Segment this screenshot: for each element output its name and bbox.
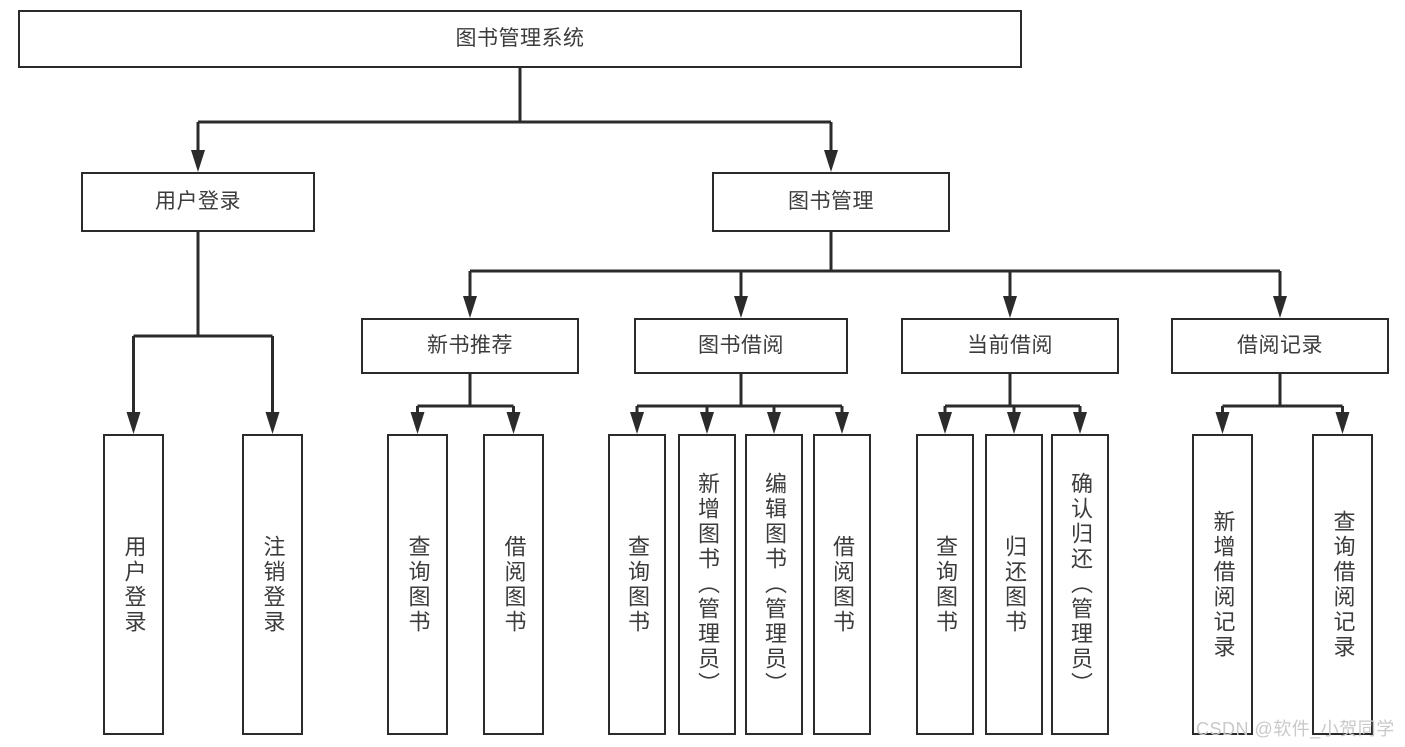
node-label-root: 图书管理系统 xyxy=(455,26,585,50)
node-label-bw-query: 查询图书 xyxy=(625,534,650,635)
node-bw-borrow[interactable]: 借阅图书 xyxy=(813,434,871,735)
node-label-nb-query: 查询图书 xyxy=(405,534,431,635)
node-userlogin[interactable]: 用户登录 xyxy=(103,434,164,735)
node-nb-borrow[interactable]: 借阅图书 xyxy=(483,434,544,735)
arrowhead-records-rc-add xyxy=(1215,412,1230,434)
node-label-userlogin: 用户登录 xyxy=(121,534,147,635)
arrowhead-borrow-bw-add xyxy=(700,412,714,434)
node-label-records: 借阅记录 xyxy=(1237,333,1323,357)
node-label-cu-query: 查询图书 xyxy=(933,534,958,635)
node-label-rc-add: 新增借阅记录 xyxy=(1210,509,1236,660)
node-bw-query[interactable]: 查询图书 xyxy=(608,434,666,735)
node-label-login: 用户登录 xyxy=(155,189,241,213)
node-label-bw-borrow: 借阅图书 xyxy=(830,534,855,635)
node-label-cu-return: 归还图书 xyxy=(1002,534,1027,635)
node-label-nb-borrow: 借阅图书 xyxy=(501,534,527,635)
node-label-rc-query: 查询借阅记录 xyxy=(1330,509,1356,660)
node-userlogout[interactable]: 注销登录 xyxy=(242,434,303,735)
node-label-current: 当前借阅 xyxy=(967,333,1053,357)
node-cu-return[interactable]: 归还图书 xyxy=(985,434,1043,735)
arrowhead-borrow-bw-edit xyxy=(767,412,781,434)
node-newbook[interactable]: 新书推荐 xyxy=(361,318,579,374)
arrowhead-current-cu-query xyxy=(938,412,952,434)
node-rc-query[interactable]: 查询借阅记录 xyxy=(1312,434,1373,735)
node-bookmgmt[interactable]: 图书管理 xyxy=(712,172,950,232)
arrowhead-bookmgmt-borrow xyxy=(734,296,748,318)
node-login[interactable]: 用户登录 xyxy=(81,172,315,232)
arrowhead-borrow-bw-query xyxy=(630,412,644,434)
arrowhead-current-cu-return xyxy=(1007,412,1021,434)
node-cu-confirm[interactable]: 确认归还（管理员） xyxy=(1051,434,1109,735)
node-label-bookmgmt: 图书管理 xyxy=(788,189,874,213)
node-label-newbook: 新书推荐 xyxy=(427,333,513,357)
arrowhead-root-bookmgmt xyxy=(824,150,838,172)
node-label-cu-confirm: 确认归还（管理员） xyxy=(1068,472,1093,697)
node-root[interactable]: 图书管理系统 xyxy=(18,10,1022,68)
arrowhead-bookmgmt-current xyxy=(1003,296,1017,318)
node-label-borrow: 图书借阅 xyxy=(698,333,784,357)
arrowhead-login-userlogin xyxy=(126,412,141,434)
arrowhead-borrow-bw-borrow xyxy=(835,412,849,434)
node-borrow[interactable]: 图书借阅 xyxy=(634,318,848,374)
arrowhead-records-rc-query xyxy=(1335,412,1350,434)
node-label-bw-edit: 编辑图书（管理员） xyxy=(762,472,787,697)
arrowhead-login-userlogout xyxy=(265,412,280,434)
arrowhead-root-login xyxy=(191,150,205,172)
node-rc-add[interactable]: 新增借阅记录 xyxy=(1192,434,1253,735)
node-bw-edit[interactable]: 编辑图书（管理员） xyxy=(745,434,803,735)
node-cu-query[interactable]: 查询图书 xyxy=(916,434,974,735)
node-label-userlogout: 注销登录 xyxy=(260,534,286,635)
node-label-bw-add: 新增图书（管理员） xyxy=(695,472,720,697)
node-current[interactable]: 当前借阅 xyxy=(901,318,1119,374)
arrowhead-bookmgmt-newbook xyxy=(463,296,477,318)
arrowhead-newbook-nb-borrow xyxy=(506,412,521,434)
arrowhead-newbook-nb-query xyxy=(410,412,425,434)
arrowhead-current-cu-confirm xyxy=(1073,412,1087,434)
arrowhead-bookmgmt-records xyxy=(1273,296,1287,318)
node-bw-add[interactable]: 新增图书（管理员） xyxy=(678,434,736,735)
node-nb-query[interactable]: 查询图书 xyxy=(387,434,448,735)
node-records[interactable]: 借阅记录 xyxy=(1171,318,1389,374)
